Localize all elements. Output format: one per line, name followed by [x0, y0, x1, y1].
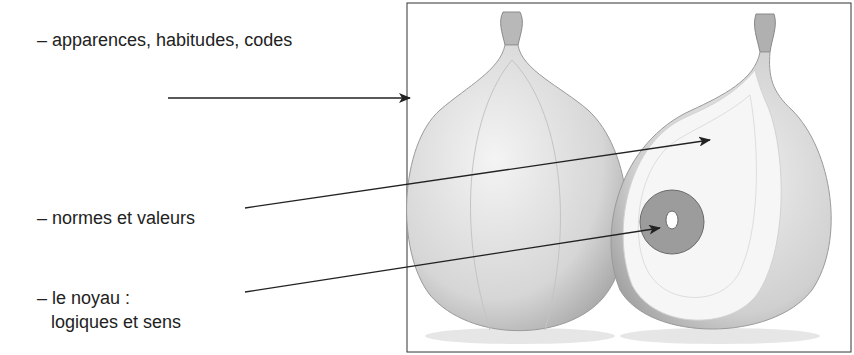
onion-stem [501, 12, 523, 45]
shadow [620, 328, 820, 344]
whole-onion [407, 45, 628, 331]
onion-stem [755, 14, 776, 52]
leader-arrow [245, 228, 660, 292]
cut-face [623, 70, 781, 320]
core-center [666, 211, 678, 229]
half-onion [611, 52, 831, 329]
callout-label: – normes et valeurs [37, 206, 237, 230]
core-ring [640, 190, 704, 254]
photo-frame [407, 3, 851, 352]
onion-vein [470, 60, 512, 330]
callout-label: – apparences, habitudes, codes [37, 28, 367, 52]
leader-arrow [168, 97, 410, 98]
leader-arrow [245, 140, 710, 208]
callout-label: – le noyau : logiques et sens [37, 286, 187, 334]
onion-vein [512, 60, 560, 330]
onion-layer [638, 95, 756, 298]
